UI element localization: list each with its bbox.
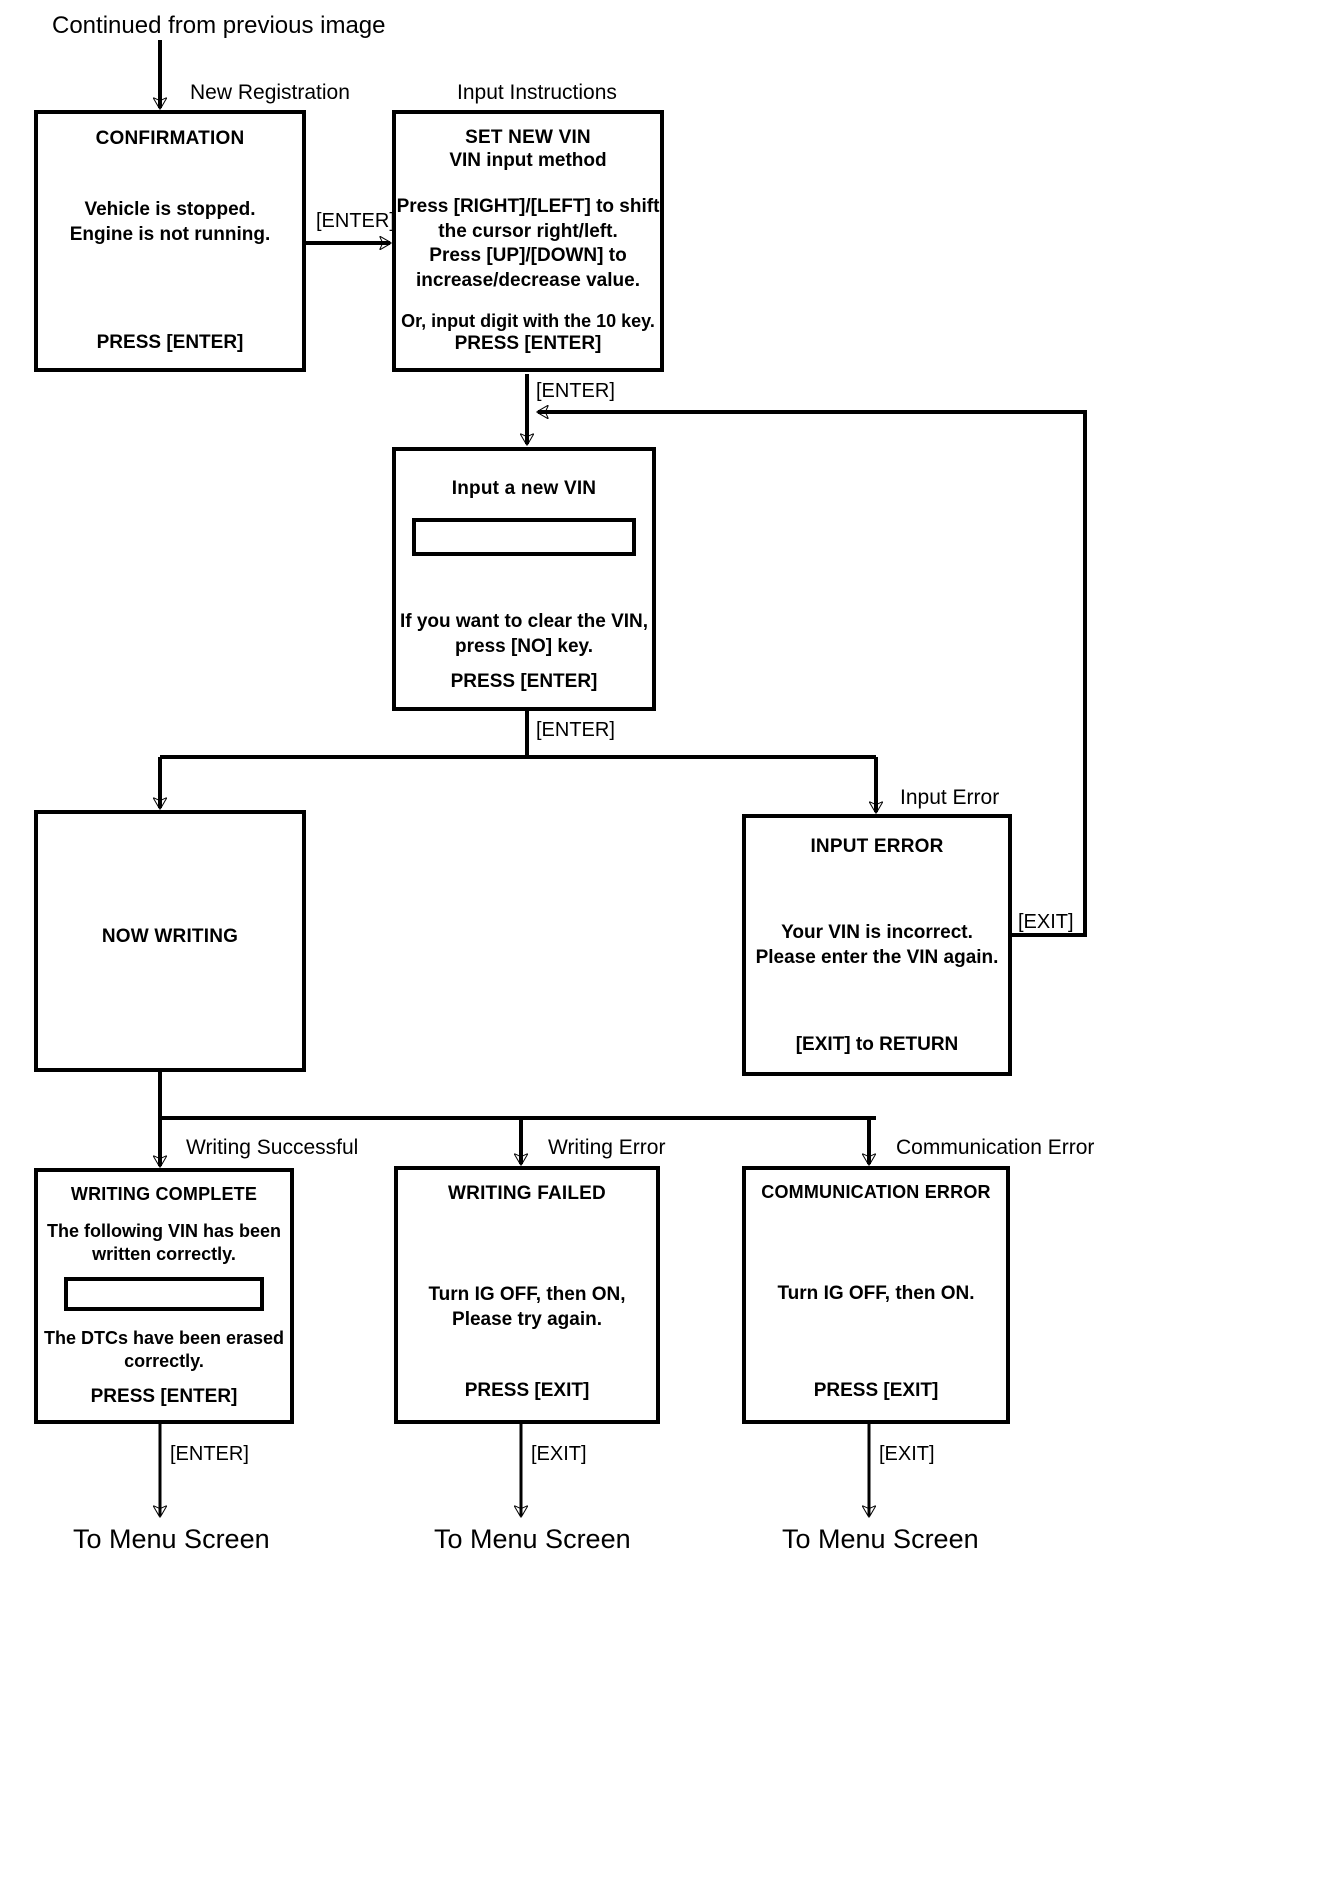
input-error-line-1: Your VIN is incorrect. bbox=[781, 922, 973, 944]
edge-label-exit-menu-mid: [EXIT] bbox=[531, 1443, 587, 1465]
writing-complete-line-3: The DTCs have been erased bbox=[43, 1327, 285, 1348]
caption-communication-error: Communication Error bbox=[896, 1136, 1095, 1159]
edge-label-enter-menu: [ENTER] bbox=[170, 1443, 249, 1465]
writing-failed-title: WRITING FAILED bbox=[448, 1183, 606, 1204]
writing-failed-line-2: Please try again. bbox=[452, 1308, 602, 1330]
input-new-vin-footer: PRESS [ENTER] bbox=[450, 671, 598, 692]
entry-note: Continued from previous image bbox=[52, 12, 386, 39]
set-new-vin-line-2: the cursor right/left. bbox=[438, 220, 618, 242]
node-writing-complete[interactable]: WRITING COMPLETE The following VIN has b… bbox=[34, 1168, 294, 1424]
set-new-vin-title: SET NEW VIN bbox=[465, 127, 591, 148]
written-vin-field bbox=[64, 1276, 264, 1311]
writing-complete-line-1: The following VIN has been bbox=[46, 1220, 282, 1241]
node-confirmation[interactable]: CONFIRMATION Vehicle is stopped. Engine … bbox=[34, 110, 306, 372]
edge-label-enter-3: [ENTER] bbox=[536, 719, 615, 741]
node-communication-error[interactable]: COMMUNICATION ERROR Turn IG OFF, then ON… bbox=[742, 1166, 1010, 1424]
caption-input-error: Input Error bbox=[900, 786, 1000, 809]
node-input-new-vin[interactable]: Input a new VIN If you want to clear the… bbox=[392, 447, 656, 711]
confirmation-title: CONFIRMATION bbox=[95, 128, 245, 149]
writing-complete-line-2: written correctly. bbox=[92, 1244, 236, 1265]
node-input-error[interactable]: INPUT ERROR Your VIN is incorrect. Pleas… bbox=[742, 814, 1012, 1076]
set-new-vin-subtitle: VIN input method bbox=[449, 150, 607, 172]
confirmation-footer: PRESS [ENTER] bbox=[96, 332, 244, 353]
caption-writing-error: Writing Error bbox=[548, 1136, 666, 1159]
communication-error-footer: PRESS [EXIT] bbox=[813, 1380, 939, 1401]
node-set-new-vin[interactable]: SET NEW VIN VIN input method Press [RIGH… bbox=[392, 110, 664, 372]
terminal-menu-right: To Menu Screen bbox=[782, 1524, 979, 1554]
edge-label-enter-1: [ENTER] bbox=[316, 210, 395, 232]
confirmation-line-2: Engine is not running. bbox=[69, 223, 271, 245]
edge-label-exit-loop: [EXIT] bbox=[1018, 911, 1074, 933]
writing-failed-footer: PRESS [EXIT] bbox=[464, 1380, 590, 1401]
communication-error-line-1: Turn IG OFF, then ON. bbox=[777, 1282, 975, 1304]
set-new-vin-line-4: increase/decrease value. bbox=[416, 269, 640, 291]
input-error-line-2: Please enter the VIN again. bbox=[755, 946, 999, 968]
caption-input-instructions: Input Instructions bbox=[457, 81, 617, 104]
input-new-vin-line-2: press [NO] key. bbox=[455, 635, 593, 657]
writing-complete-title: WRITING COMPLETE bbox=[70, 1184, 258, 1204]
terminal-menu-mid: To Menu Screen bbox=[434, 1524, 631, 1554]
writing-complete-footer: PRESS [ENTER] bbox=[90, 1386, 238, 1407]
edge-label-exit-menu-right: [EXIT] bbox=[879, 1443, 935, 1465]
input-error-title: INPUT ERROR bbox=[810, 836, 944, 857]
input-new-vin-title: Input a new VIN bbox=[451, 478, 597, 499]
set-new-vin-footer: PRESS [ENTER] bbox=[454, 333, 602, 354]
edge-label-enter-2: [ENTER] bbox=[536, 380, 615, 402]
communication-error-title: COMMUNICATION ERROR bbox=[761, 1182, 991, 1202]
confirmation-line-1: Vehicle is stopped. bbox=[84, 199, 256, 221]
set-new-vin-line-5: Or, input digit with the 10 key. bbox=[401, 310, 655, 331]
vin-input-field[interactable] bbox=[412, 518, 636, 557]
set-new-vin-line-3: Press [UP]/[DOWN] to bbox=[429, 245, 627, 267]
writing-failed-line-1: Turn IG OFF, then ON, bbox=[428, 1284, 626, 1306]
node-writing-failed[interactable]: WRITING FAILED Turn IG OFF, then ON, Ple… bbox=[394, 1166, 660, 1424]
set-new-vin-line-1: Press [RIGHT]/[LEFT] to shift bbox=[396, 195, 660, 217]
terminal-menu-left: To Menu Screen bbox=[73, 1524, 270, 1554]
input-error-footer: [EXIT] to RETURN bbox=[795, 1034, 959, 1055]
now-writing-title: NOW WRITING bbox=[101, 926, 239, 947]
writing-complete-line-4: correctly. bbox=[124, 1351, 204, 1372]
caption-writing-successful: Writing Successful bbox=[186, 1136, 359, 1159]
node-now-writing[interactable]: NOW WRITING bbox=[34, 810, 306, 1072]
input-new-vin-line-1: If you want to clear the VIN, bbox=[399, 611, 649, 633]
caption-new-registration: New Registration bbox=[190, 81, 350, 104]
